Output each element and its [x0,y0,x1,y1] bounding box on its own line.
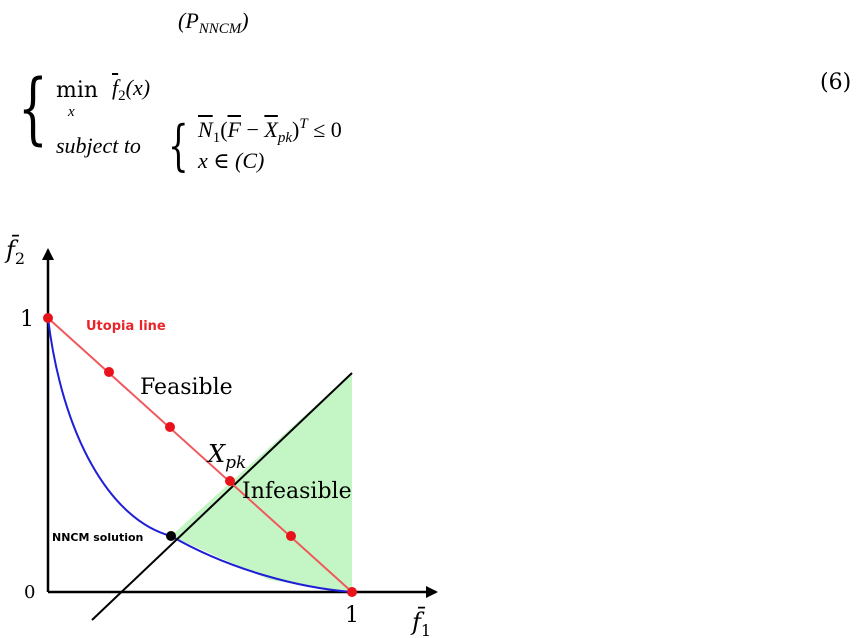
y-axis-label: f̄2 [4,235,25,268]
x-axis-label: f̄1 [410,607,431,638]
infeasible-label: Infeasible [242,479,352,504]
equation-number: (6) [820,70,852,95]
utopia-point [165,422,175,432]
subject-to-text: subject to [56,133,141,158]
utopia-point [104,367,114,377]
infeasible-region [171,373,352,592]
normal-line [91,372,353,621]
utopia-line [47,317,353,593]
tick-zero: 0 [24,582,35,603]
tick-one-y: 1 [20,307,34,332]
tick-one-x: 1 [345,603,359,628]
outer-brace: { [18,64,48,154]
constraint-domain: x ∈ (C) [198,148,265,173]
xpk-point [225,476,235,486]
nncm-solution-point [166,531,176,541]
xpk-label: Xpk [206,440,246,473]
utopia-point [286,531,296,541]
utopia-anchor-bottom [347,587,357,597]
nncm-figure: f̄2 f̄1 1 0 1 Utopia line Feasible Xpk I… [4,235,438,638]
feasible-region-wedge [171,536,352,592]
problem-name: (PNNCM) [178,8,249,37]
utopia-anchor-top [43,313,53,323]
min-operator: min [56,78,99,103]
objective-function: f2(x) [112,75,151,104]
constraint-normal: N1(F − Xpk)T ≤ 0 [198,116,342,146]
min-variable: x [68,104,75,120]
inner-brace: { [168,114,189,177]
pareto-front [47,317,353,593]
nncm-solution-label: NNCM solution [52,531,143,544]
feasible-label: Feasible [140,375,233,400]
utopia-line-label: Utopia line [86,319,166,334]
